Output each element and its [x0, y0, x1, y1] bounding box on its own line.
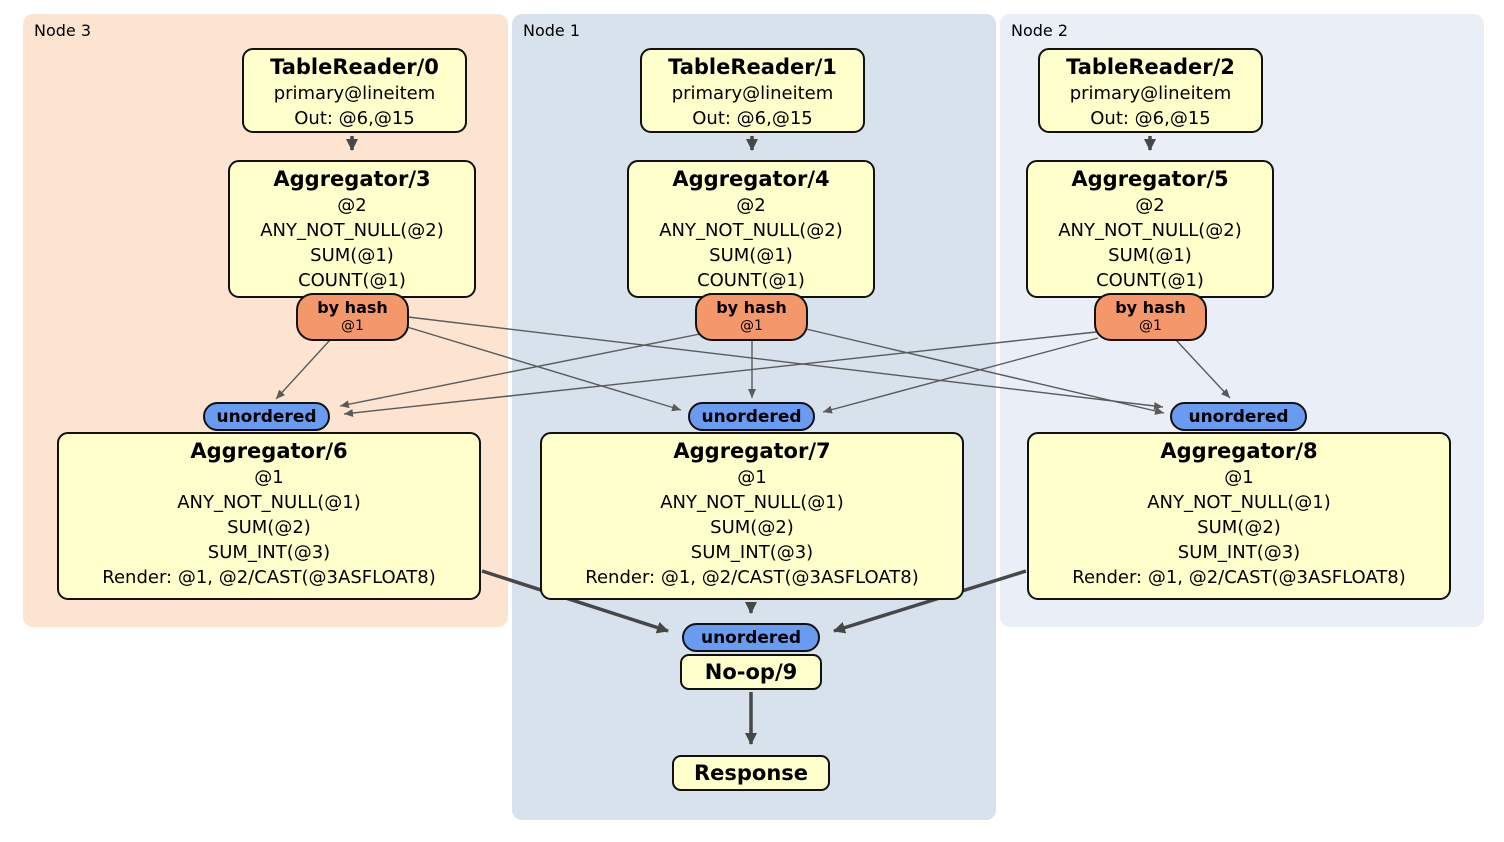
- hash-routing-edges: [275, 316, 1231, 418]
- box-line: ANY_NOT_NULL(@2): [260, 220, 444, 241]
- box-line: primary@lineitem: [273, 83, 436, 104]
- sync-unordered-node3: unordered: [203, 402, 330, 431]
- box-line: SUM(@2): [227, 517, 311, 538]
- router-column: @1: [1139, 318, 1162, 334]
- box-line: SUM_INT(@3): [1177, 542, 1301, 563]
- router-by-hash-node1: by hash @1: [695, 293, 808, 341]
- node-title: TableReader/2: [1066, 55, 1235, 79]
- node-title: No-op/9: [704, 660, 798, 684]
- box-line: @1: [254, 467, 284, 488]
- router-label: by hash: [1115, 298, 1186, 317]
- node-response: Response: [672, 755, 830, 791]
- router-by-hash-node2: by hash @1: [1094, 293, 1207, 341]
- edge-r3-u1: [406, 326, 682, 412]
- node-title: Aggregator/5: [1071, 167, 1229, 191]
- region-node3-label: Node 3: [34, 21, 92, 40]
- box-line: ANY_NOT_NULL(@2): [659, 220, 843, 241]
- router-by-hash-node3: by hash @1: [296, 293, 409, 341]
- box-line: ANY_NOT_NULL(@2): [1058, 220, 1242, 241]
- box-line: Render: @1, @2/CAST(@3ASFLOAT8): [585, 567, 919, 588]
- box-line: COUNT(@1): [298, 270, 406, 291]
- node-title: Aggregator/7: [673, 439, 831, 463]
- edge-r1-u2: [805, 328, 1165, 415]
- box-line: SUM_INT(@3): [690, 542, 814, 563]
- node-noop-9: No-op/9: [680, 654, 822, 690]
- box-line: @2: [1135, 195, 1165, 216]
- router-column: @1: [740, 318, 763, 334]
- box-line: Render: @1, @2/CAST(@3ASFLOAT8): [102, 567, 436, 588]
- edge-r2-u3: [343, 331, 1097, 418]
- box-line: SUM(@1): [1108, 245, 1192, 266]
- node-title: Response: [693, 761, 809, 785]
- sync-label: unordered: [701, 406, 802, 427]
- router-label: by hash: [317, 298, 388, 317]
- node-title: TableReader/1: [668, 55, 837, 79]
- thick-edges: [346, 136, 1156, 745]
- sync-label: unordered: [700, 627, 802, 648]
- region-node2-label: Node 2: [1011, 21, 1069, 40]
- edge-r2-u1: [822, 337, 1099, 414]
- edge-agg8-unordered: [833, 569, 1027, 634]
- sync-unordered-final: unordered: [682, 623, 820, 652]
- node-title: Aggregator/4: [672, 167, 830, 191]
- router-column: @1: [341, 318, 364, 334]
- box-line: Render: @1, @2/CAST(@3ASFLOAT8): [1072, 567, 1406, 588]
- edge-r3-u3: [275, 339, 331, 400]
- node-title: Aggregator/6: [190, 439, 348, 463]
- router-label: by hash: [716, 298, 787, 317]
- sync-label: unordered: [216, 406, 317, 427]
- box-line: @1: [1224, 467, 1254, 488]
- node-title: Aggregator/3: [273, 167, 431, 191]
- region-node1-label: Node 1: [523, 21, 581, 40]
- box-line: COUNT(@1): [1096, 270, 1204, 291]
- edge-r2-u2: [1175, 339, 1231, 399]
- box-line: ANY_NOT_NULL(@1): [1147, 492, 1331, 513]
- box-line: ANY_NOT_NULL(@1): [660, 492, 844, 513]
- box-line: primary@lineitem: [671, 83, 834, 104]
- box-line: Out: @6,@15: [1090, 108, 1211, 129]
- box-line: SUM(@1): [709, 245, 793, 266]
- box-line: @1: [737, 467, 767, 488]
- sync-label: unordered: [1188, 406, 1289, 427]
- box-line: Out: @6,@15: [692, 108, 813, 129]
- box-line: primary@lineitem: [1069, 83, 1232, 104]
- sync-unordered-node1: unordered: [688, 402, 815, 431]
- box-line: SUM(@2): [1197, 517, 1281, 538]
- box-line: @2: [337, 195, 367, 216]
- box-line: SUM(@2): [710, 517, 794, 538]
- box-line: @2: [736, 195, 766, 216]
- edge-r3-u2: [407, 316, 1164, 410]
- box-line: ANY_NOT_NULL(@1): [177, 492, 361, 513]
- node-title: TableReader/0: [270, 55, 439, 79]
- edge-agg6-unordered: [481, 569, 669, 634]
- box-line: Out: @6,@15: [294, 108, 415, 129]
- sync-unordered-node2: unordered: [1170, 402, 1307, 431]
- node-title: Aggregator/8: [1160, 439, 1318, 463]
- box-line: SUM_INT(@3): [207, 542, 331, 563]
- edge-r1-u3: [339, 333, 701, 409]
- box-line: SUM(@1): [310, 245, 394, 266]
- box-line: COUNT(@1): [697, 270, 805, 291]
